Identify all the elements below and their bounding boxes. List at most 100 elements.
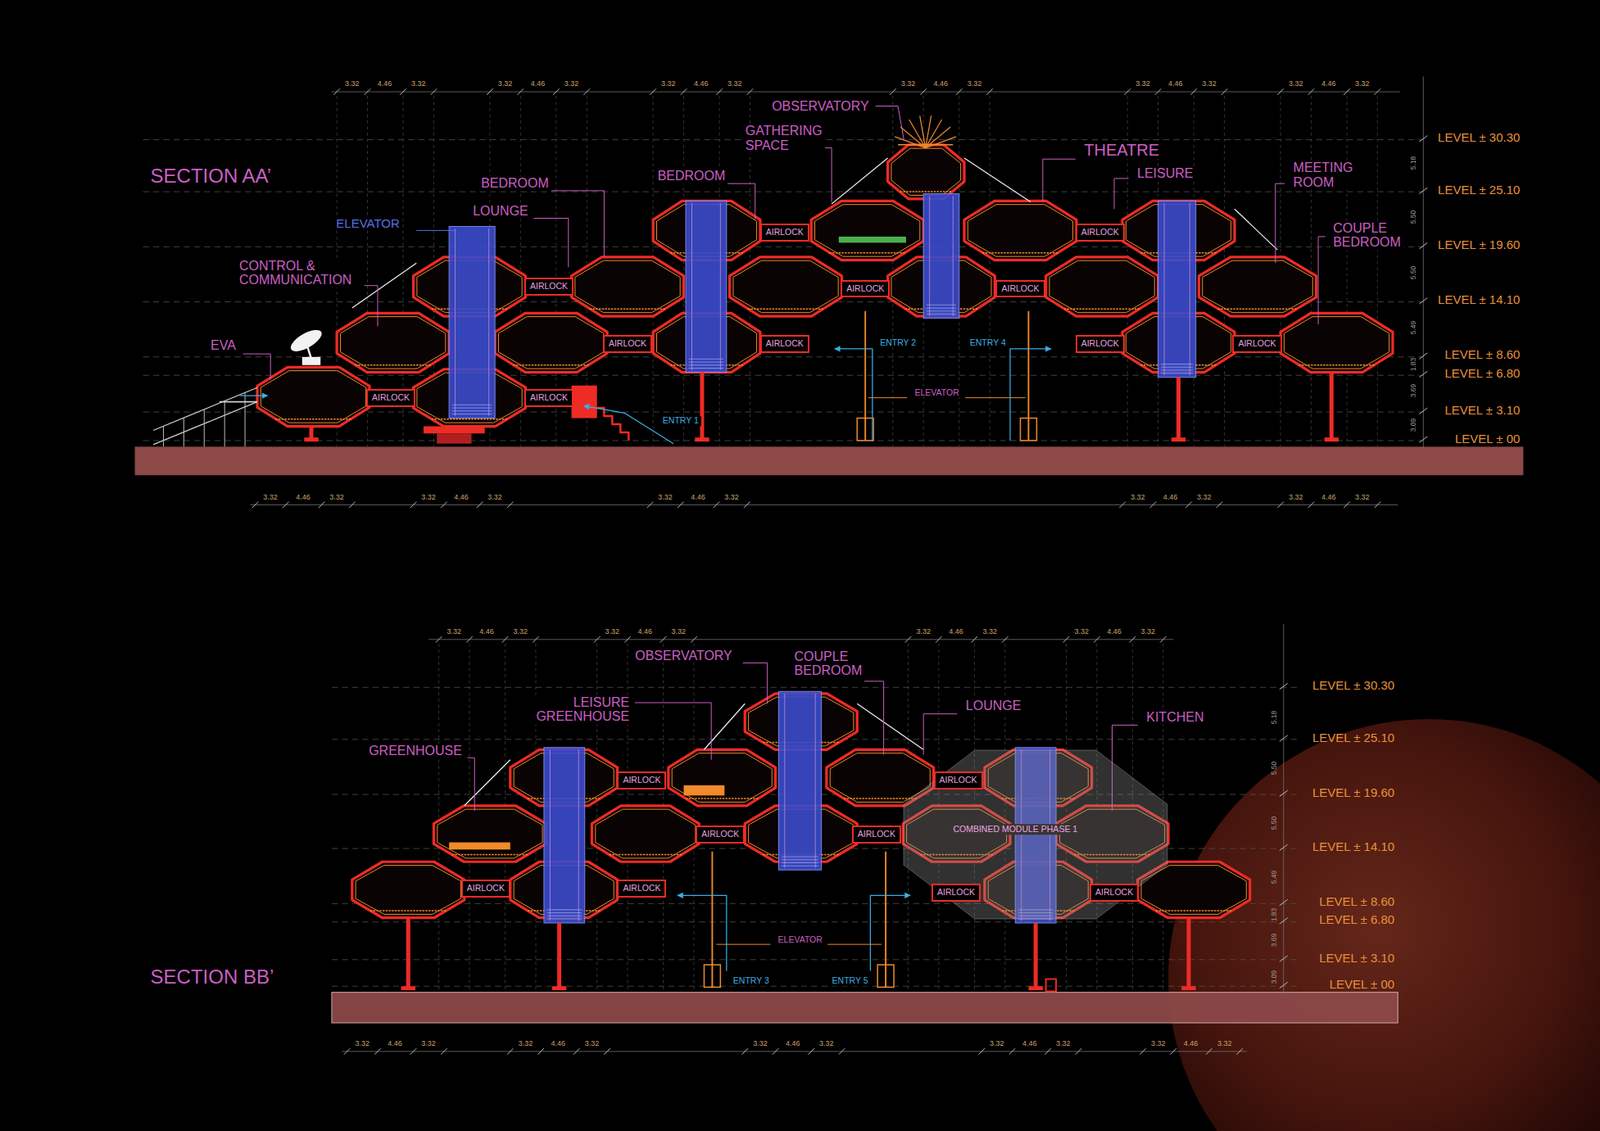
dimension-tick [573,1048,580,1055]
airlock-label: AIRLOCK [939,775,978,786]
elevator-post [884,852,887,989]
dimension-tick [649,88,656,95]
leader-line [533,217,568,268]
roof-line [1234,208,1278,250]
dimension-text: 3.32 [562,80,582,89]
dimension-tick [466,636,472,643]
room-label: COUPLE BEDROOM [1330,221,1404,250]
airlock-label: AIRLOCK [466,883,505,894]
level-label: LEVEL ± 25.10 [1309,730,1397,745]
support-foot [1324,437,1339,442]
dimension-text: 3.32 [444,628,464,637]
module-inner-shell [891,148,961,195]
level-label: LEVEL ± 19.60 [1435,238,1523,253]
module-inner-shell [575,260,680,313]
elevator-post [864,311,866,441]
module-floor [431,418,508,420]
habitat-module [1198,257,1316,317]
roof-line [964,158,1031,203]
dimension-tick [889,88,896,95]
dimension-tick [1155,88,1161,95]
level-label: LEVEL ± 6.80 [1441,367,1523,381]
airlock-label: AIRLOCK [1081,339,1120,350]
dimension-tick [507,502,513,508]
dimension-tick [1279,790,1288,797]
level-label: LEVEL ± 25.10 [1435,182,1523,197]
elevator-rail [454,228,456,417]
airlock-label: AIRLOCK [1081,227,1120,238]
dimension-text: 3.32 [326,494,347,503]
room-label: LOUNGE [470,203,531,219]
airlock-box: AIRLOCK [1075,335,1125,354]
dimension-tick [1124,88,1130,95]
airlock-label: AIRLOCK [1237,339,1276,350]
elevator-rail [720,203,721,371]
elevator-rail [549,749,551,921]
module-region-fill [903,750,1168,920]
entry-arrow [677,895,727,971]
dimension-tick [552,88,559,95]
dimension-text: 3.32 [965,80,985,89]
module-inner-shell [1283,317,1389,370]
elevator-cab [926,313,957,315]
dimension-tick [1185,502,1192,508]
eva-ramp-rail [153,387,258,431]
elevator-post [1028,311,1030,441]
dimension-text: 3.32 [1133,80,1153,89]
entry-arrow [870,895,911,971]
room-label: LEISURE GREENHOUSE [533,695,632,725]
airlock-box: AIRLOCK [366,389,416,408]
dimension-text: 3.32 [1072,628,1093,637]
dimension-text: 3.32 [658,80,679,89]
dimension-text: 3.32 [1053,1040,1074,1049]
leader-line [716,944,771,946]
dimension-text: 4.46 [1181,1040,1202,1049]
airlock-label: AIRLOCK [608,339,647,350]
elevator-rail [815,693,816,869]
airlock-box: AIRLOCK [852,825,902,844]
elevator-car [1019,418,1037,441]
elevator-cab [547,909,582,911]
elevator-car [856,418,874,441]
leader-line [868,397,907,399]
dimension-tick [1343,502,1350,508]
dimension-tick [978,1048,984,1055]
room-label: KITCHEN [1143,710,1206,726]
level-line [143,246,1424,248]
elevator-cab [1160,372,1193,374]
dimension-tick [1277,502,1283,508]
airlock-label: AIRLOCK [371,393,410,404]
dimension-tick [1279,982,1288,989]
dimension-tick [517,88,524,95]
dimension-text: 5.50 [1410,262,1419,282]
leader-line [1114,178,1129,209]
dimension-text: 5.18 [1270,707,1279,727]
grid-line [693,643,694,993]
leader-line [965,397,1025,399]
dimension-text: 3.32 [987,1040,1007,1049]
elevator-cab [781,862,819,864]
dimension-tick [1279,735,1288,742]
dimension-tick [920,88,926,95]
dimension-tick [677,502,684,508]
airlock-box: AIRLOCK [760,223,810,242]
dimension-tick [1093,636,1100,643]
room-label: OBSERVATORY [632,648,735,664]
dimension-tick [971,636,978,643]
dimension-text: 3.32 [669,628,689,637]
dimension-tick [344,1048,350,1055]
habitat-module [352,861,465,918]
dimension-tick [1418,407,1428,414]
dimension-tick [603,1048,610,1055]
elevator-cab [781,865,819,867]
dimension-tick [1277,88,1283,95]
dimension-tick [1236,1048,1242,1055]
dimension-text: 1.83 [1270,906,1279,925]
dimension-tick [1119,502,1125,508]
dimension-tick [410,1048,417,1055]
support-foot [694,437,709,442]
dimension-tick [772,1048,779,1055]
dimension-text: 3.32 [816,1040,837,1049]
entry-label: ENTRY 1 [660,416,702,427]
level-label: LEVEL ± 30.30 [1435,131,1523,146]
